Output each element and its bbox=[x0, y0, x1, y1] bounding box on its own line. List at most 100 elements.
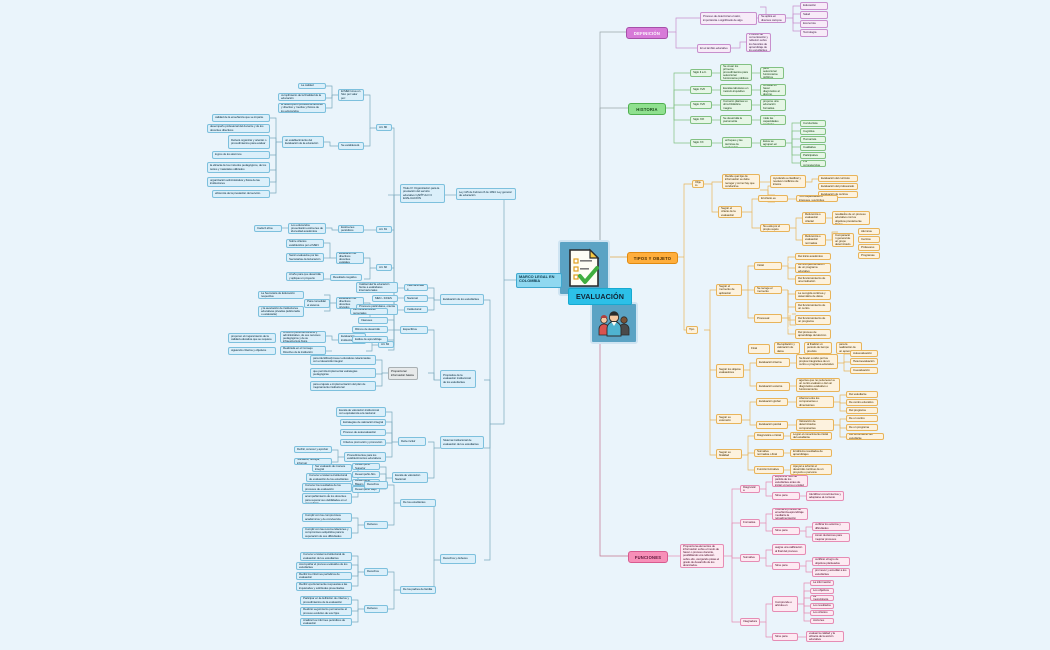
node-tipos-criterio-a[interactable]: El criterio es bbox=[758, 195, 788, 202]
node-tipos-parcial-1[interactable]: De un centro bbox=[846, 415, 878, 422]
node-definicion-2[interactable]: Se aplica en diversos campos bbox=[758, 14, 786, 23]
node-tipos-final-b[interactable]: al finalizar un periodo de tiempo previs… bbox=[804, 342, 832, 354]
node-tipos-objeto-b[interactable]: Ayudando a clasificar y resolver conflic… bbox=[770, 175, 806, 188]
node-marco-debe-incluir[interactable]: Debe incluir bbox=[398, 437, 426, 446]
node-marco-ev-estudiantes[interactable]: Evaluación de los estudiantes bbox=[440, 294, 484, 305]
node-historia-siglo3[interactable]: Siglo XVII bbox=[690, 101, 712, 109]
node-marco-sist-5a[interactable]: Definir, conocer y aprobar bbox=[294, 446, 332, 453]
node-marco-pad-deb-1[interactable]: Participar en la definición de criterios… bbox=[300, 596, 352, 605]
node-marco-art80-c4[interactable]: la eficacia de los métodos pedagógicos, … bbox=[207, 162, 270, 173]
node-marco-prop-general[interactable]: Proporcionar información básica bbox=[388, 367, 418, 380]
node-funciones-int-5[interactable]: Los criterios bbox=[810, 610, 834, 616]
node-marco-art81-a[interactable]: Exámenes periódicos bbox=[338, 225, 364, 233]
node-historia-siglo2-b[interactable]: consiste en hacer diagnóstico al alumno bbox=[760, 84, 786, 96]
node-historia-siglo1[interactable]: Siglo II a.C. bbox=[690, 69, 712, 77]
node-tipos-inicial-label[interactable]: Se recoge el momento bbox=[754, 286, 782, 294]
node-tipos-criterio-normativa-desc[interactable]: Comparación general de un grupo determin… bbox=[832, 233, 854, 247]
node-marco-derechos-deberes[interactable]: Derechos y deberes bbox=[440, 554, 476, 564]
node-marco-esp-3[interactable]: Ritmos de desarrollo bbox=[352, 326, 388, 333]
node-marco-esp-4[interactable]: Estilos de aprendizaje bbox=[352, 336, 388, 343]
node-funciones-formativa[interactable]: Formativa bbox=[740, 519, 760, 527]
node-marco-art80[interactable]: Art. 80 bbox=[376, 124, 392, 131]
node-marco-art83-c[interactable]: La Secretaría de Educación respectiva bbox=[258, 291, 304, 299]
node-marco-art80-c[interactable]: Deberá organizar y orientar o procedimie… bbox=[228, 135, 270, 149]
node-historia-enfoque-3[interactable]: Humanista bbox=[800, 136, 826, 143]
node-tipos-inicial-2[interactable]: De la implementación de un programa educ… bbox=[795, 263, 831, 273]
node-historia-siglo2[interactable]: Siglo XVII bbox=[690, 86, 712, 94]
node-historia-enfoque-5[interactable]: Participativa bbox=[800, 152, 826, 159]
node-tipos-diagnostica[interactable]: Diagnóstica o inicial bbox=[754, 432, 784, 440]
node-funciones-diag-b1[interactable]: Identificar conocimientos y adaptarse al… bbox=[806, 491, 844, 501]
node-tipos-global-3[interactable]: Del programa bbox=[846, 407, 878, 414]
node-marco-de-estudiantes[interactable]: De los estudiantes bbox=[400, 499, 436, 507]
node-marco-pad-der-4[interactable]: Recibir oportunamente respuestas a las i… bbox=[296, 582, 352, 591]
node-marco-pad-der-2[interactable]: Acompañar el proceso evaluativo de los e… bbox=[296, 562, 352, 570]
node-marco-art84-e[interactable]: siguiendo criterios y objetivos bbox=[228, 347, 276, 355]
node-historia-siglo1-a[interactable]: Se crean los primeros procedimientos par… bbox=[720, 64, 752, 81]
node-funciones-form-b1[interactable]: verificar los aciertos y dificultades bbox=[812, 522, 850, 531]
node-historia-siglo5-a[interactable]: Se diversifican los enfoques y las técni… bbox=[722, 137, 752, 148]
node-tipos-criterio-a1[interactable]: Toro capacidades o intereses, sus límite… bbox=[796, 195, 838, 202]
node-marco-pad-der-1[interactable]: Conocer el sistema institucional de eval… bbox=[300, 552, 352, 561]
node-marco-est-deb-1[interactable]: Cumplir con los compromisos académicos y… bbox=[302, 513, 352, 522]
node-marco-est-der-3[interactable]: Conocer los resultados de los procesos d… bbox=[302, 483, 352, 492]
node-funciones-sum-b2[interactable]: promover y acreditar a los estudiantes bbox=[812, 568, 850, 577]
node-tipos-autoevaluacion[interactable]: Autoevaluación bbox=[850, 350, 878, 357]
node-marco-esp-2[interactable]: Intereses bbox=[358, 317, 388, 324]
node-marco-pad-deberes[interactable]: Deberes bbox=[364, 605, 388, 613]
node-tipos-inicial-1[interactable]: Del inicio académico bbox=[795, 253, 831, 260]
node-marco-pad-der-3[interactable]: Recibir los informes periódicos de evalu… bbox=[296, 572, 352, 580]
node-tipos-objeto-c3[interactable]: Evaluación de centros bbox=[818, 191, 858, 198]
node-marco-art82-c[interactable]: Serán evaluados por las Secretarías de E… bbox=[286, 253, 324, 262]
node-marco-pad-deb-3[interactable]: Analizar los informes periódicos de eval… bbox=[300, 618, 352, 626]
node-tipos-objeto-a[interactable]: Decide qué tipo de información se debe r… bbox=[722, 174, 760, 189]
node-marco-art80-a2[interactable]: cumplimiento de la finalidad de la educa… bbox=[278, 93, 326, 101]
node-definicion-6[interactable]: Tecnología bbox=[800, 29, 828, 37]
branch-historia[interactable]: HISTORIA bbox=[628, 103, 666, 115]
node-marco-est-deberes[interactable]: Deberes bbox=[364, 521, 388, 529]
node-tipos-formativa-desc[interactable]: Apoyar a reforzar el desarrollo continuo… bbox=[790, 464, 832, 475]
node-marco-art82[interactable]: Art. 82 bbox=[376, 264, 392, 271]
node-marco-internacionales[interactable]: Internacionales bbox=[404, 284, 428, 291]
node-tipos-programas[interactable]: Programas bbox=[858, 252, 880, 259]
node-historia-siglo5[interactable]: Siglo XX bbox=[690, 139, 712, 147]
node-marco-art80-a1[interactable]: La calidad bbox=[298, 83, 326, 89]
node-funciones-sumativa[interactable]: Sumativa bbox=[740, 554, 760, 562]
node-tipos-criterio-criterial-desc[interactable]: se comparan los resultados de un proceso… bbox=[832, 211, 870, 225]
node-marco-art84-b[interactable]: Realizada en el Consejo Directivo de la … bbox=[280, 346, 326, 355]
node-funciones-int-6[interactable]: Acciones bbox=[810, 618, 834, 624]
node-definicion-5[interactable]: Economía bbox=[800, 20, 828, 28]
node-tipos-ev-global-desc[interactable]: Abarca todos los componentes o dimension… bbox=[796, 396, 834, 408]
node-tipos-proc-3[interactable]: Del funcionamiento de un programa bbox=[795, 315, 831, 325]
node-tipos-ev-global[interactable]: Evaluación global bbox=[756, 398, 788, 406]
branch-definicion[interactable]: DEFINICIÓN bbox=[626, 27, 668, 39]
node-marco-prop-gen-1[interactable]: para identificar/proveer educativas rela… bbox=[310, 355, 376, 365]
node-marco-est-der-2[interactable]: Conocer el sistema institucional de eval… bbox=[306, 473, 352, 482]
node-tipos-objetos-evaluadores[interactable]: Según los objetos evaluadores bbox=[716, 364, 744, 378]
node-marco-art82-d[interactable]: Al año para que desarrolle y aplique un … bbox=[286, 272, 324, 281]
node-funciones-int-a[interactable]: Comprende o articula en bbox=[772, 596, 798, 612]
node-marco-sist-5[interactable]: Procedimientos para los establecimientos… bbox=[344, 452, 386, 462]
node-funciones-sum-a[interactable]: asigna una calificación al final del pro… bbox=[772, 544, 806, 555]
node-marco-nacional[interactable]: Nacional bbox=[404, 295, 428, 302]
node-tipos-heteroevaluacion[interactable]: Heteroevaluación bbox=[850, 358, 878, 365]
node-marco-art83-d[interactable]: y la asociación de instituciones educati… bbox=[258, 306, 304, 317]
node-tipos-proc-1[interactable]: La recogida continua y sistemática de da… bbox=[795, 290, 831, 300]
node-tipos-objeto[interactable]: Objeto bbox=[692, 180, 704, 188]
node-funciones-int-4[interactable]: Los resultados bbox=[810, 603, 834, 609]
node-marco-art80-c1[interactable]: calidad de la enseñanza que se imparte bbox=[212, 114, 270, 122]
node-marco-est-derechos[interactable]: Derechos bbox=[364, 481, 388, 489]
node-definicion-1[interactable]: Proceso de determinar el valor, importan… bbox=[700, 12, 757, 25]
node-funciones-sum-b[interactable]: Sirve para bbox=[772, 562, 800, 570]
node-marco-art80-c3[interactable]: logros de los alumnos bbox=[212, 151, 270, 159]
node-marco-art80-a[interactable]: El MEN crea un Sist. por valor por: bbox=[338, 89, 364, 101]
node-funciones-integradora[interactable]: Integradora bbox=[740, 618, 760, 626]
node-funciones-diag-a[interactable]: Explora el nivel de partida de los estud… bbox=[772, 475, 808, 487]
node-marco-sist-3[interactable]: Proceso de autoevaluación bbox=[340, 429, 386, 436]
node-historia-siglo3-b[interactable]: propone una educación formativa bbox=[760, 99, 786, 111]
node-funciones-int-3[interactable]: La metodología bbox=[810, 595, 834, 601]
node-marco-nacional-desc[interactable]: MEN - ICFES bbox=[372, 295, 398, 302]
node-tipos-sumativa[interactable]: Sumativa normativa o final bbox=[754, 449, 784, 457]
node-marco-art80-b[interactable]: Se establecerá bbox=[338, 142, 364, 150]
node-tipos-ev-externa-desc[interactable]: agentes que no pertenecen a un centro ev… bbox=[796, 378, 840, 392]
